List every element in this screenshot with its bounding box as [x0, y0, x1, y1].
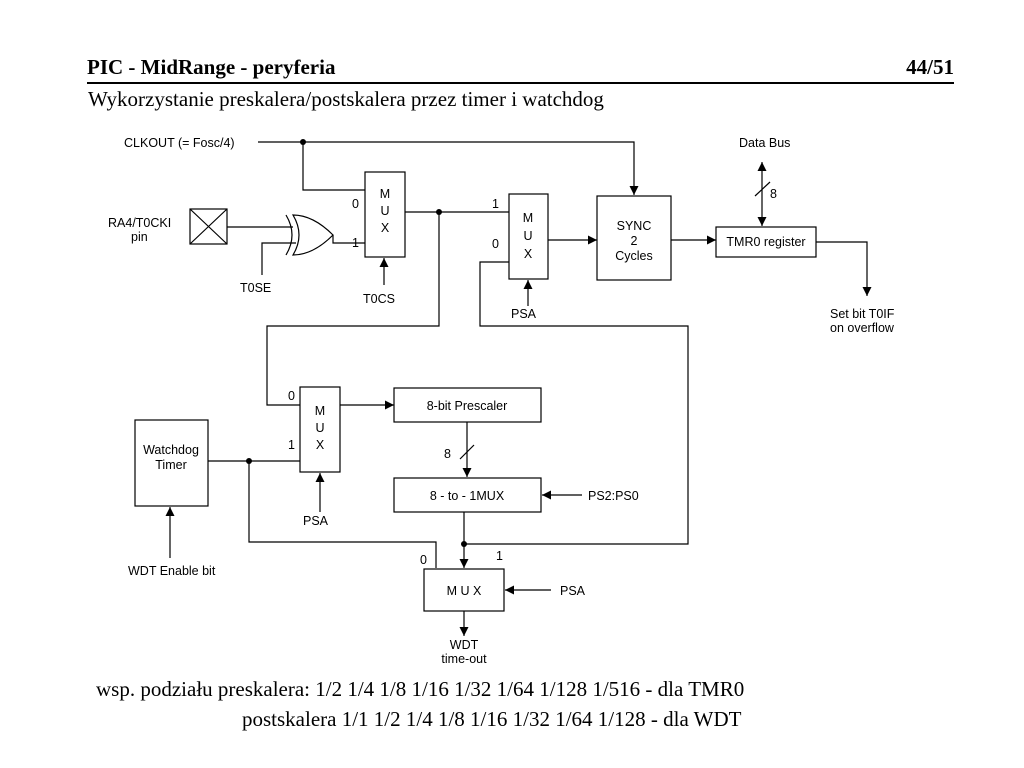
mux3-letter-x: X: [316, 438, 325, 452]
mux2-psa-label: PSA: [511, 307, 537, 321]
mux1-box: [364, 171, 406, 258]
mux4-psa-label: PSA: [560, 584, 586, 598]
data-bus-label: Data Bus: [739, 136, 790, 150]
ps-label: PS2:PS0: [588, 489, 639, 503]
mux1-letter-m: M: [380, 187, 390, 201]
junction-mux8-out: [461, 541, 467, 547]
t0if-label-line2: on overflow: [830, 321, 895, 335]
mux4-input0: 0: [420, 553, 427, 567]
mux3-letter-m: M: [315, 404, 325, 418]
overflow-arrow: [816, 241, 872, 296]
wdt-timeout-label-line2: time-out: [441, 652, 487, 666]
mux4-input1: 1: [496, 549, 503, 563]
mux8-label: 8 - to - 1MUX: [430, 489, 505, 503]
mux3-box: [299, 386, 341, 473]
sync-label-line2: 2: [631, 234, 638, 248]
wdt-timeout-label-line1: WDT: [450, 638, 479, 652]
mux2-letter-m: M: [523, 211, 533, 225]
junction-wdt: [246, 458, 252, 464]
mux8-box: [393, 477, 542, 513]
mux3-psa-label: PSA: [303, 514, 329, 528]
xor-gate-extra-arc: [285, 214, 293, 256]
bus-slash: [754, 181, 771, 197]
prescaler-bus-slash: [459, 444, 475, 460]
mux1-letter-x: X: [381, 221, 390, 235]
pin-cross-icon: [189, 208, 228, 245]
mux1-input0: 0: [352, 197, 359, 211]
t0se-wire: [261, 242, 296, 275]
mux3-input0: 0: [288, 389, 295, 403]
mux1-input1: 1: [352, 236, 359, 250]
postscaler-ratio-note: postskalera 1/1 1/2 1/4 1/8 1/16 1/32 1/…: [242, 707, 742, 731]
xor-gate: [291, 214, 334, 256]
pin-label-line1: RA4/T0CKI: [108, 216, 171, 230]
tmr0-register-label: TMR0 register: [726, 235, 805, 249]
prescaler-ratio-note: wsp. podziału preskalera: 1/2 1/4 1/8 1/…: [96, 677, 745, 701]
t0se-label: T0SE: [240, 281, 271, 295]
mux1-to-prescaler-mux-wire: [266, 212, 440, 406]
sync-box: [596, 195, 672, 281]
mux1-letter-u: U: [380, 204, 389, 218]
bus-width-label: 8: [770, 187, 777, 201]
slide-header: PIC - MidRange - peryferia 44/51: [87, 52, 954, 84]
sync-label-line3: Cycles: [615, 249, 653, 263]
slide-subtitle: Wykorzystanie preskalera/postskalera prz…: [88, 87, 604, 111]
watchdog-label-line2: Timer: [155, 458, 186, 472]
slide-title: PIC - MidRange - peryferia: [87, 55, 336, 79]
clkout-wire: [258, 141, 639, 195]
junction-clkout: [300, 139, 306, 145]
mux4-label: M U X: [447, 584, 482, 598]
clkout-to-mux1-wire: [302, 142, 365, 191]
junction-mux1-out: [436, 209, 442, 215]
clkout-label: CLKOUT (= Fosc/4): [124, 136, 235, 150]
mux2-letter-x: X: [524, 247, 533, 261]
prescaler-width-label: 8: [444, 447, 451, 461]
watchdog-label-line1: Watchdog: [143, 443, 199, 457]
mux2-input0: 0: [492, 237, 499, 251]
watchdog-timer-box: [134, 419, 209, 507]
mux2-input1: 1: [492, 197, 499, 211]
prescaler-label: 8-bit Prescaler: [427, 399, 508, 413]
t0cs-label: T0CS: [363, 292, 395, 306]
pin-label-line2: pin: [131, 230, 148, 244]
wdt-enable-label: WDT Enable bit: [128, 564, 216, 578]
mux3-input1: 1: [288, 438, 295, 452]
xor-to-mux1-wire: [332, 235, 365, 244]
mux3-letter-u: U: [315, 421, 324, 435]
mux2-letter-u: U: [523, 229, 532, 243]
page-number: 44/51: [906, 55, 954, 79]
wdt-to-mux4-wire: [248, 461, 437, 568]
prescaler-output-wire: [464, 261, 689, 545]
mux2-box: [508, 193, 549, 280]
sync-label-line1: SYNC: [617, 219, 652, 233]
t0if-label-line1: Set bit T0IF: [830, 307, 895, 321]
